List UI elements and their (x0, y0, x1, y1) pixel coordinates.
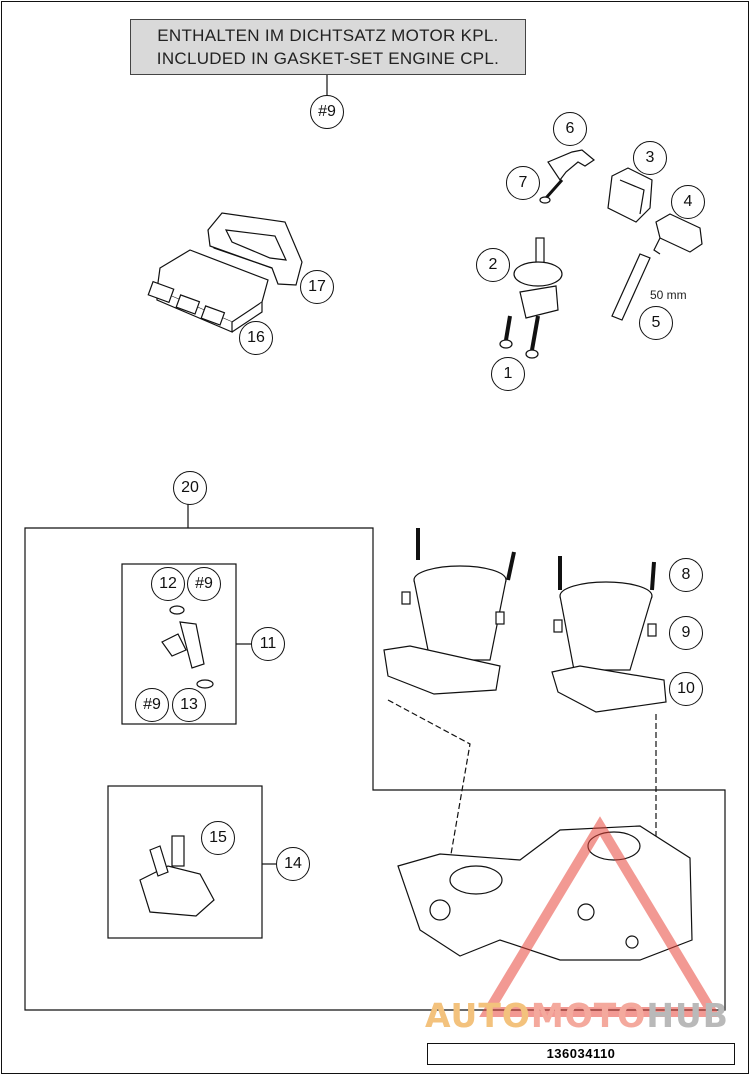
drawing-number: 136034110 (427, 1043, 735, 1065)
watermark-triangle (479, 816, 721, 1017)
callout-12: 12 (151, 567, 185, 601)
callout-gasket-set-b: #9 (135, 688, 169, 722)
injector-part (161, 605, 214, 689)
guide-line-left (387, 699, 471, 861)
watermark-moto: MOTO (530, 996, 647, 1035)
callout-5: 5 (639, 306, 673, 340)
sensor-box-part (607, 167, 653, 223)
throttle-sensor-part (513, 237, 563, 319)
callout-16: 16 (239, 321, 273, 355)
callout-17: 17 (300, 270, 334, 304)
callout-20: 20 (173, 471, 207, 505)
assembly-group-outline (24, 503, 726, 1011)
callout-9: 9 (669, 616, 703, 650)
callout-1: 1 (491, 357, 525, 391)
idle-actuator-part (139, 835, 215, 917)
callout-14: 14 (276, 847, 310, 881)
hose-part (611, 253, 651, 321)
callout-15: 15 (201, 821, 235, 855)
callout-4: 4 (671, 185, 705, 219)
callout-2: 2 (476, 248, 510, 282)
watermark-text: AUTOMOTOHUB (425, 996, 729, 1035)
bracket-part (547, 149, 596, 182)
ecu-bracket-part (207, 212, 303, 286)
callout-gasket-set-top: #9 (310, 95, 344, 129)
sensor-screws-part (499, 315, 540, 359)
callout-3: 3 (633, 141, 667, 175)
screw-part (539, 179, 564, 204)
callout-7: 7 (506, 166, 540, 200)
ecu-part (147, 249, 269, 333)
callout-gasket-set-a: #9 (187, 567, 221, 601)
intake-funnel-right (551, 556, 667, 713)
callout-8: 8 (669, 558, 703, 592)
gasket-set-notice: ENTHALTEN IM DICHTSATZ MOTOR KPL. INCLUD… (130, 19, 526, 75)
watermark-hub: HUB (646, 996, 729, 1035)
callout-13: 13 (172, 688, 206, 722)
watermark-auto: AUTO (425, 996, 531, 1035)
throttle-body-part (397, 825, 693, 961)
hose-length-label: 50 mm (650, 288, 687, 302)
intake-funnel-left (383, 528, 516, 695)
pressure-sensor-part (653, 213, 703, 255)
notice-line-german: ENTHALTEN IM DICHTSATZ MOTOR KPL. (157, 26, 499, 45)
callout-6: 6 (553, 112, 587, 146)
callout-11: 11 (251, 627, 285, 661)
notice-line-english: INCLUDED IN GASKET-SET ENGINE CPL. (156, 49, 500, 68)
callout-10: 10 (669, 672, 703, 706)
